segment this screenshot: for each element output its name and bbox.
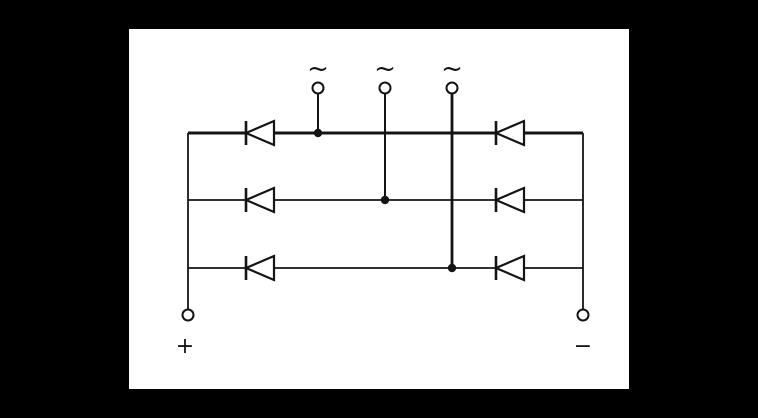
negative-terminal-icon <box>576 308 590 322</box>
phase3-label: ~ <box>441 54 463 84</box>
diode-icon <box>493 119 526 147</box>
diode-icon <box>243 186 276 214</box>
negative-label: − <box>574 334 592 359</box>
diode-icon <box>493 186 526 214</box>
ac-terminal-icon <box>311 81 325 95</box>
diode-icon <box>243 119 276 147</box>
junction-dot <box>447 263 457 273</box>
diode-icon <box>243 254 276 282</box>
ac-terminal-icon <box>378 81 392 95</box>
ac-terminal-icon <box>445 81 459 95</box>
three-phase-bridge-rectifier-schematic: ~ ~ ~ + − <box>176 54 592 359</box>
phase1-label: ~ <box>307 54 329 84</box>
diode-icon <box>493 254 526 282</box>
phase2-label: ~ <box>374 54 396 84</box>
junction-dot <box>380 195 390 205</box>
schematic-panel: ~ ~ ~ + − <box>129 29 629 389</box>
positive-terminal-icon <box>181 308 195 322</box>
positive-label: + <box>176 334 194 359</box>
junction-dot <box>313 128 323 138</box>
